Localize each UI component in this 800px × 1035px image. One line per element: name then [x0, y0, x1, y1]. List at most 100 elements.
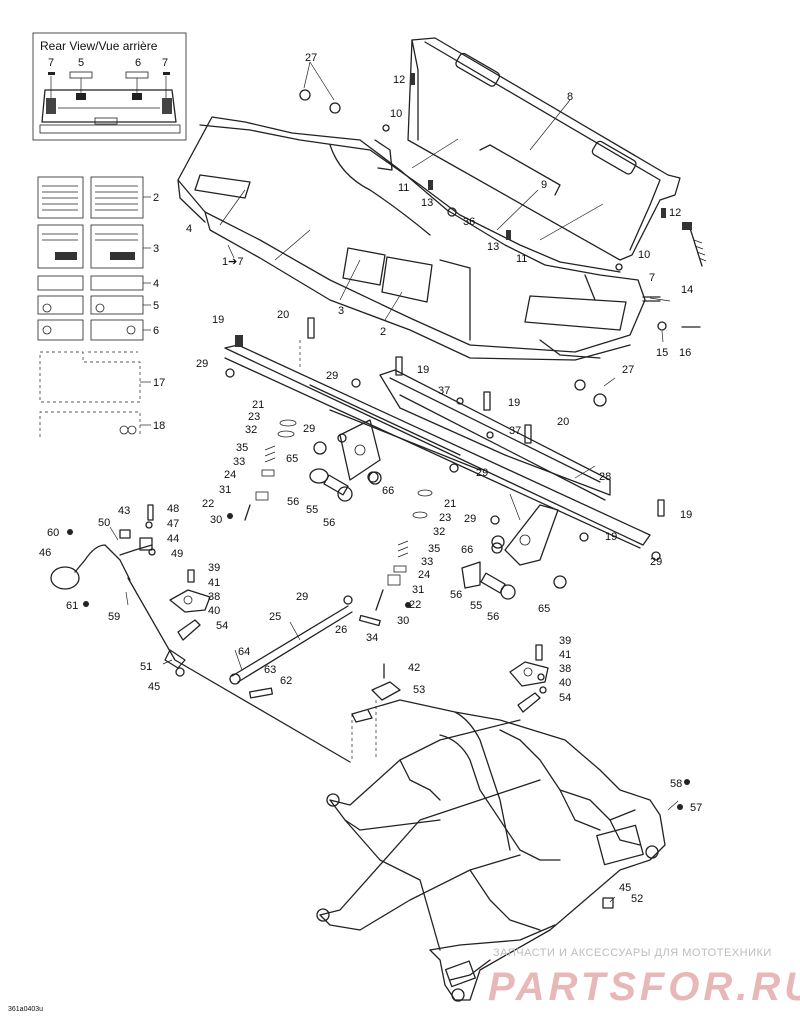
callout-20-left: 20: [277, 309, 289, 321]
callout-29-c: 29: [303, 423, 315, 435]
decal-list: [37, 176, 151, 437]
callout-43: 43: [118, 505, 130, 517]
callout-45-b: 45: [619, 882, 631, 894]
callout-55-b: 55: [470, 600, 482, 612]
watermark-logo: PARTSFOR.RU: [488, 965, 800, 1009]
callout-13-mid: 13: [487, 241, 499, 253]
frame: [316, 699, 666, 1002]
callout-9: 9: [541, 179, 547, 191]
callout-41-b: 41: [559, 649, 571, 661]
rear-view-title: Rear View/Vue arrière: [40, 39, 158, 53]
callout-39-a: 39: [208, 562, 220, 574]
mount-plate-left: [169, 589, 211, 641]
callout-32-a: 32: [245, 424, 257, 436]
tailgate: [407, 37, 681, 261]
callout-33-a: 33: [233, 456, 245, 468]
callout-19-e: 19: [605, 531, 617, 543]
callout-54-a: 54: [216, 620, 228, 632]
callout-17: 17: [153, 377, 165, 389]
callout-57: 57: [690, 802, 702, 814]
callout-34: 34: [366, 632, 378, 644]
callout-6-decal: 6: [153, 325, 159, 337]
callout-33-b: 33: [421, 556, 433, 568]
callout-29-g: 29: [296, 591, 308, 603]
callout-29-b: 29: [326, 370, 338, 382]
callout-1-to-7: 1➔7: [222, 256, 243, 268]
rod-25: [229, 605, 381, 699]
callout-2-decal: 2: [153, 192, 159, 204]
callout-42: 42: [408, 662, 420, 674]
bracket-53: [371, 663, 401, 760]
callout-47: 47: [167, 518, 179, 530]
callout-29-d: 29: [476, 467, 488, 479]
inset-label-6: 6: [135, 57, 141, 69]
callout-65-a: 65: [286, 453, 298, 465]
callout-25: 25: [269, 611, 281, 623]
callout-58: 58: [670, 778, 682, 790]
callout-4-box: 4: [186, 223, 192, 235]
callout-46: 46: [39, 547, 51, 559]
callout-26: 26: [335, 624, 347, 636]
inset-label-7a: 7: [48, 57, 54, 69]
callout-35-b: 35: [428, 543, 440, 555]
callout-19-a: 19: [212, 314, 224, 326]
callout-49: 49: [171, 548, 183, 560]
callout-44: 44: [167, 533, 179, 545]
callout-23-a: 23: [248, 411, 260, 423]
callout-48: 48: [167, 503, 179, 515]
right-hardware-stack: [375, 489, 516, 611]
callout-41-a: 41: [208, 577, 220, 589]
callout-62: 62: [280, 675, 292, 687]
callout-31-b: 31: [412, 584, 424, 596]
callout-5-decal: 5: [153, 300, 159, 312]
callout-40-b: 40: [559, 677, 571, 689]
callout-12-right: 12: [669, 207, 681, 219]
callout-2-box: 2: [380, 326, 386, 338]
callout-29-e: 29: [464, 513, 476, 525]
callout-10-right: 10: [638, 249, 650, 261]
callout-56-c: 56: [450, 589, 462, 601]
watermark-tagline: ЗАПЧАСТИ И АКСЕССУАРЫ ДЛЯ МОТОТЕХНИКИ: [493, 947, 772, 959]
leader-lines: [109, 61, 679, 903]
callout-19-c: 19: [508, 397, 520, 409]
callout-3-decal: 3: [153, 243, 159, 255]
callout-11-mid: 11: [516, 253, 527, 265]
callout-27-right: 27: [622, 364, 634, 376]
callout-8: 8: [567, 91, 573, 103]
rear-view-inset: Rear View/Vue arrière 7 5 6 7: [32, 32, 187, 141]
callout-30-b: 30: [397, 615, 409, 627]
left-hardware-stack: [244, 419, 379, 521]
callout-51: 51: [140, 661, 152, 673]
callout-16: 16: [679, 347, 691, 359]
callout-65-b: 65: [538, 603, 550, 615]
callout-23-b: 23: [439, 512, 451, 524]
callout-21-b: 21: [444, 498, 456, 510]
strut-14: [682, 222, 707, 267]
callout-12-top: 12: [393, 74, 405, 86]
callout-3-box: 3: [338, 305, 344, 317]
callout-61: 61: [66, 600, 78, 612]
callout-45-a: 45: [148, 681, 160, 693]
callout-38-a: 38: [208, 591, 220, 603]
callout-52: 52: [631, 893, 643, 905]
callout-14: 14: [681, 284, 693, 296]
callout-56-b: 56: [323, 517, 335, 529]
callout-4-decal: 4: [153, 278, 159, 290]
callout-11-top: 11: [398, 182, 409, 194]
latch-lever: [50, 537, 351, 763]
inset-label-7b: 7: [162, 57, 168, 69]
callout-59: 59: [108, 611, 120, 623]
callout-38-b: 38: [559, 663, 571, 675]
callout-35-a: 35: [236, 442, 248, 454]
callout-36: 36: [463, 216, 475, 228]
callout-55-a: 55: [306, 504, 318, 516]
callout-7-box: 7: [649, 272, 655, 284]
callout-32-b: 32: [433, 526, 445, 538]
callout-31-a: 31: [219, 484, 231, 496]
crossbeam-assembly: [224, 344, 651, 566]
callout-13-top: 13: [421, 197, 433, 209]
callout-37-b: 37: [509, 425, 521, 437]
callout-53: 53: [413, 684, 425, 696]
drawing-code: 361a0403u: [8, 1006, 43, 1013]
